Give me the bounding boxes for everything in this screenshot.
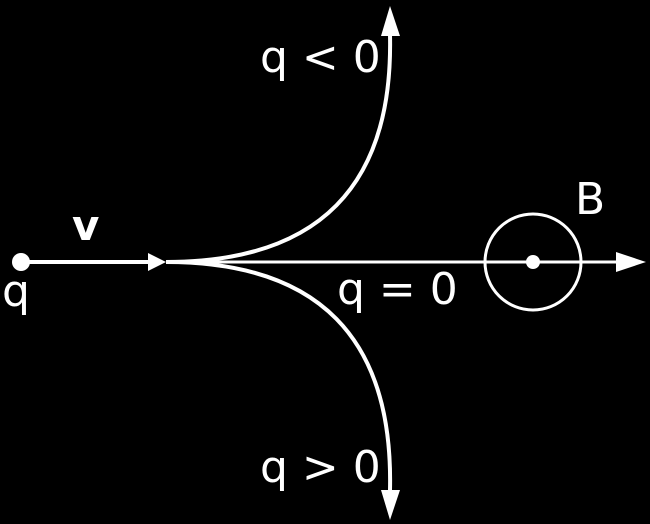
negative-path-arrowhead bbox=[381, 6, 400, 36]
field-label: B bbox=[575, 174, 605, 225]
neutral-charge-label: q = 0 bbox=[337, 264, 458, 315]
neutral-path-arrowhead bbox=[616, 252, 646, 272]
positive-path-arrowhead bbox=[381, 490, 400, 520]
positive-charge-path bbox=[165, 260, 393, 491]
velocity-arrowhead bbox=[148, 253, 166, 271]
charge-label: q bbox=[2, 266, 30, 317]
negative-charge-path bbox=[165, 34, 393, 264]
field-out-of-page-icon bbox=[483, 212, 583, 312]
negative-charge-label: q < 0 bbox=[260, 32, 381, 83]
positive-charge-label: q > 0 bbox=[260, 442, 381, 493]
velocity-label: v bbox=[72, 201, 99, 250]
